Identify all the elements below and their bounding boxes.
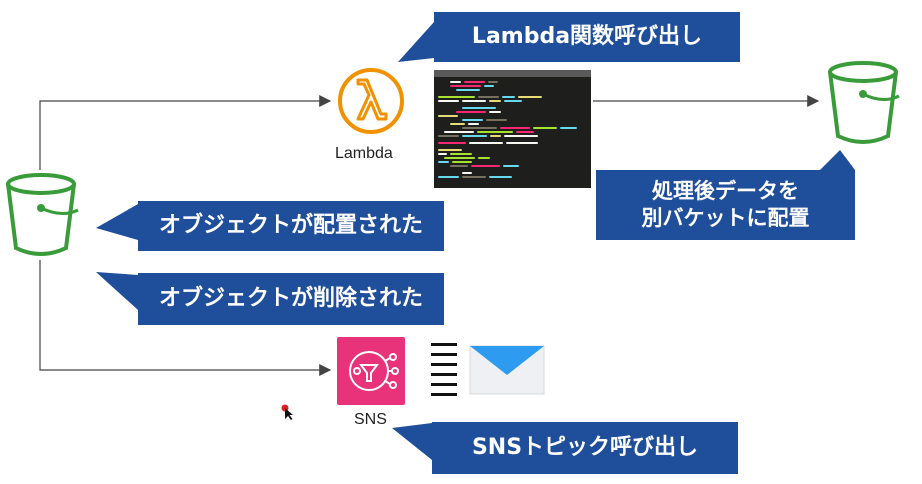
s3-bucket-icon [828,61,900,144]
code-text-line [504,135,538,137]
code-text-line [477,131,513,133]
code-text-line [504,100,522,102]
lambda-icon [338,68,404,134]
code-text-line [456,111,486,113]
code-text-line [438,149,462,151]
code-text-line [471,165,500,167]
code-text-line [438,115,458,117]
code-text-line [450,85,481,87]
code-text-line [438,176,459,178]
code-text-line [444,131,474,133]
code-text-line [452,161,472,163]
code-text-line [462,176,486,178]
sns-label: SNS [354,411,387,428]
code-text-line [464,81,485,83]
code-text-line [516,131,534,133]
pointer-sns-invoke [392,423,432,460]
code-text-line [489,100,501,102]
code-text-line [478,157,490,159]
callout-lambda-invoke: Lambda関数呼び出し [434,12,740,62]
code-text-line [438,135,459,137]
code-text-line [438,96,475,98]
list-lines-icon [431,343,459,403]
code-text-line [469,142,503,144]
code-text-line [438,153,447,155]
code-text-line [450,153,472,155]
code-text-line [438,142,466,144]
s3-bucket-icon [6,173,79,256]
code-text-line [438,100,459,102]
code-text-line [462,100,486,102]
code-text-line [438,161,449,163]
code-text-line [518,96,542,98]
code-text-line [486,119,507,121]
code-text-line [533,127,557,129]
callout-store-line2: 別バケットに配置 [641,206,810,230]
code-text-line [450,81,461,83]
code-text-line [468,123,479,125]
code-text-line [503,165,519,167]
code-text-line [489,176,512,178]
code-text-line [478,96,499,98]
code-text-line [444,157,475,159]
code-text-line [462,107,496,109]
callout-store-dest-bucket: 処理後データを 別バケットに配置 [596,170,855,240]
callout-sns-invoke: SNSトピック呼び出し [432,422,738,474]
code-text-line [488,81,498,83]
code-text-line [560,127,577,129]
code-text-line [462,135,487,137]
code-text-line [462,127,497,129]
sns-topic-icon [349,351,399,391]
pointer-lambda-invoke [398,22,434,62]
code-text-line [489,111,501,113]
lambda-label: Lambda [335,145,393,162]
destination-bucket[interactable] [825,58,903,154]
callout-object-deleted: オブジェクトが削除された [138,273,444,325]
arrow-to-lambda [39,95,332,170]
pointer-object-created [96,204,138,240]
source-bucket[interactable] [2,170,80,264]
arrow-to-sns [39,260,332,376]
code-text-line [450,165,468,167]
code-text-line [502,96,515,98]
sns-node[interactable] [337,337,405,405]
code-text-line [490,135,501,137]
code-text-line [484,85,494,87]
code-text-line [500,127,530,129]
pointer-store-dest [820,150,855,170]
code-text-line [462,172,472,174]
mouse-cursor-icon [281,404,295,424]
callout-store-line1: 処理後データを [652,178,799,203]
pointer-object-deleted [96,272,138,310]
code-text-line [450,123,465,125]
lambda-node[interactable] [336,66,406,140]
code-text-line [456,89,480,91]
code-text-line [462,119,483,121]
code-screenshot [434,70,591,188]
envelope-icon [469,345,545,399]
callout-object-created: オブジェクトが配置された [138,201,444,251]
code-text-line [506,142,538,144]
